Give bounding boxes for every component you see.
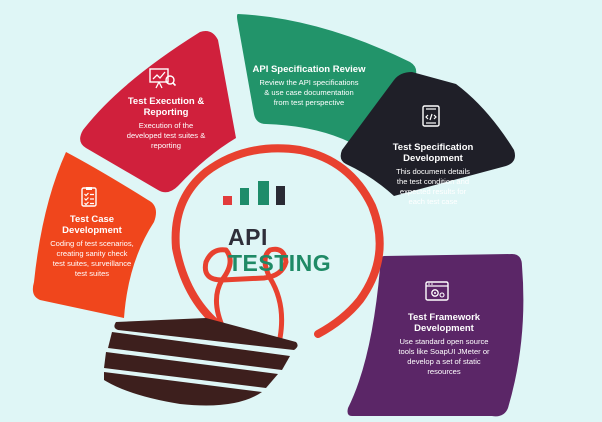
segment-title: Test Specification Development [378,142,488,164]
code-document-icon [422,105,440,127]
browser-gear-icon [425,281,449,301]
description-line: the test condition and [396,177,470,186]
title-line: Reporting [143,107,189,118]
description-line: expected results for [399,187,467,196]
segment-text-test-framework-development: Test Framework Development Use standard … [384,312,504,377]
bulb-filament [202,246,289,341]
description-line: reporting [151,141,181,150]
title-line: Development [414,323,474,334]
bulb-bar-red [223,196,232,205]
center-title-api: API [228,224,268,250]
bulb-base [104,318,298,406]
segment-description: Execution of the developed test suites &… [112,121,220,151]
segment-description: Review the API specifications & use case… [244,78,374,108]
segment-shape-test-specification-development [340,72,515,196]
segment-title: Test Case Development [40,214,144,236]
presentation-chart-icon [149,68,176,89]
bulb-bar-teal-small [240,188,249,205]
description-line: Use standard open source [399,337,489,346]
segment-text-test-execution-reporting: Test Execution & Reporting Execution of … [112,96,220,151]
segment-text-test-case-development: Test Case Development Coding of test sce… [40,214,144,279]
description-line: & use case documentation [264,88,354,97]
title-line: Test Framework [407,312,481,323]
title-line: Development [403,153,463,164]
checklist-icon [81,187,97,207]
description-line: Execution of the [138,121,194,130]
bulb-bar-dark [276,186,285,205]
description-line: develop a set of static [407,357,481,366]
description-line: This document details [396,167,470,176]
segment-description: Use standard open source tools like Soap… [384,337,504,377]
description-line: test suites, surveillance [52,259,132,268]
description-line: Coding of test scenarios, [50,239,134,248]
segment-title: Test Framework Development [384,312,504,334]
segment-title: API Specification Review [244,64,374,75]
title-line: Test Case [69,214,115,225]
bulb-bar-teal [258,181,269,205]
segment-text-test-specification-development: Test Specification Development This docu… [378,142,488,207]
description-line: from test perspective [273,98,345,107]
segment-title: Test Execution & Reporting [112,96,220,118]
segment-description: This document details the test condition… [378,167,488,207]
description-line: test suites [74,269,110,278]
description-line: creating sanity check [56,249,128,258]
segment-shape-test-framework-development [347,254,524,417]
description-line: Review the API specifications [259,78,359,87]
bulb-outline [171,144,384,338]
segment-description: Coding of test scenarios, creating sanit… [40,239,144,279]
title-line: Development [62,225,122,236]
title-line: Test Execution & [127,96,205,107]
segment-shape-test-execution-reporting [80,31,236,193]
title-line: API Specification Review [252,64,366,75]
description-line: developed test suites & [126,131,206,140]
description-line: each test case [408,197,458,206]
segment-shape-test-case-development [32,152,156,318]
description-line: resources [427,367,461,376]
description-line: tools like SoapUI JMeter or [398,347,490,356]
segment-text-api-specification-review: API Specification Review Review the API … [244,64,374,108]
title-line: Test Specification [392,142,474,153]
center-title-testing: TESTING [228,250,332,276]
